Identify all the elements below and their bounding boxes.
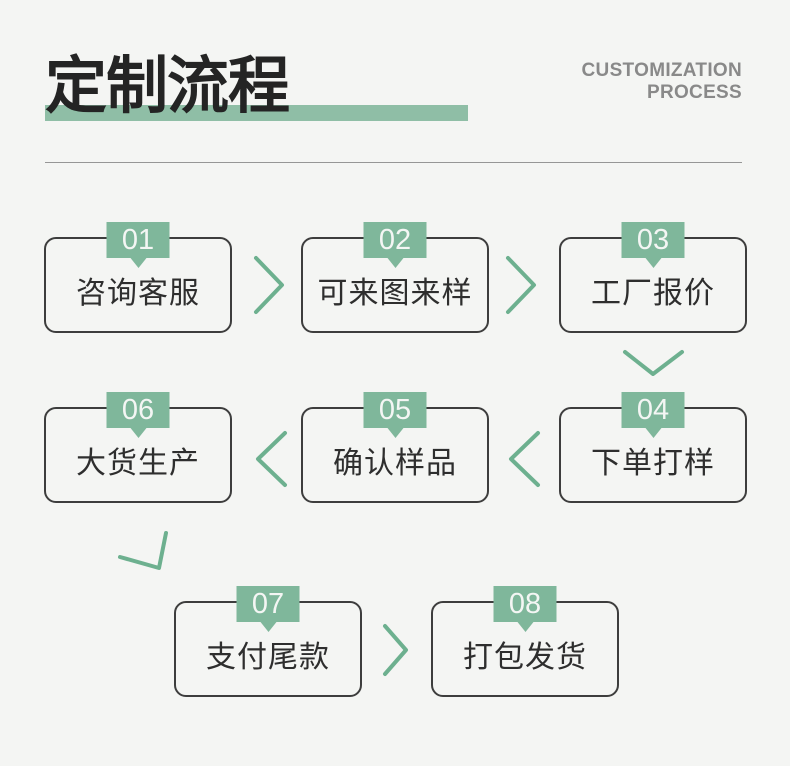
title-accent-bar [45,105,468,121]
chevron-left-icon [256,431,287,487]
step-number-badge: 05 [363,392,427,428]
step-label: 工厂报价 [591,277,715,310]
chevron-right-icon [383,624,408,676]
step-label: 可来图来样 [317,277,473,310]
step-label: 打包发货 [463,641,587,674]
step-box-consult: 01 咨询客服 [44,222,232,333]
chevron-right-icon [254,256,284,314]
step-label: 大货生产 [76,447,200,480]
step-number-badge: 03 [621,222,685,258]
chevron-left-icon [509,431,540,487]
page-subtitle: CUSTOMIZATION PROCESS [582,60,742,105]
step-label: 下单打样 [591,447,715,480]
header-divider [45,162,742,163]
step-number-badge: 06 [106,392,170,428]
chevron-right-icon [506,256,536,314]
step-number-badge: 02 [363,222,427,258]
step-box-pay-balance: 07 支付尾款 [174,586,362,697]
chevron-down-icon [623,350,684,376]
step-box-bulk-production: 06 大货生产 [44,392,232,503]
step-box-factory-quote: 03 工厂报价 [559,222,747,333]
step-number-badge: 01 [106,222,170,258]
step-label: 咨询客服 [76,277,200,310]
step-box-pack-ship: 08 打包发货 [431,586,619,697]
page-subtitle-line1: CUSTOMIZATION [581,60,742,81]
corner-turn-arrow-icon [118,531,168,570]
step-label: 支付尾款 [206,641,330,674]
page-title: 定制流程 [45,52,290,121]
step-box-provide-design: 02 可来图来样 [301,222,489,333]
step-number-badge: 07 [236,586,300,622]
step-number-badge: 08 [493,586,557,622]
page-subtitle-line2: PROCESS [646,82,742,104]
step-box-order-sample: 04 下单打样 [559,392,747,503]
step-label: 确认样品 [333,447,457,480]
step-box-confirm-sample: 05 确认样品 [301,392,489,503]
step-number-badge: 04 [621,392,685,428]
